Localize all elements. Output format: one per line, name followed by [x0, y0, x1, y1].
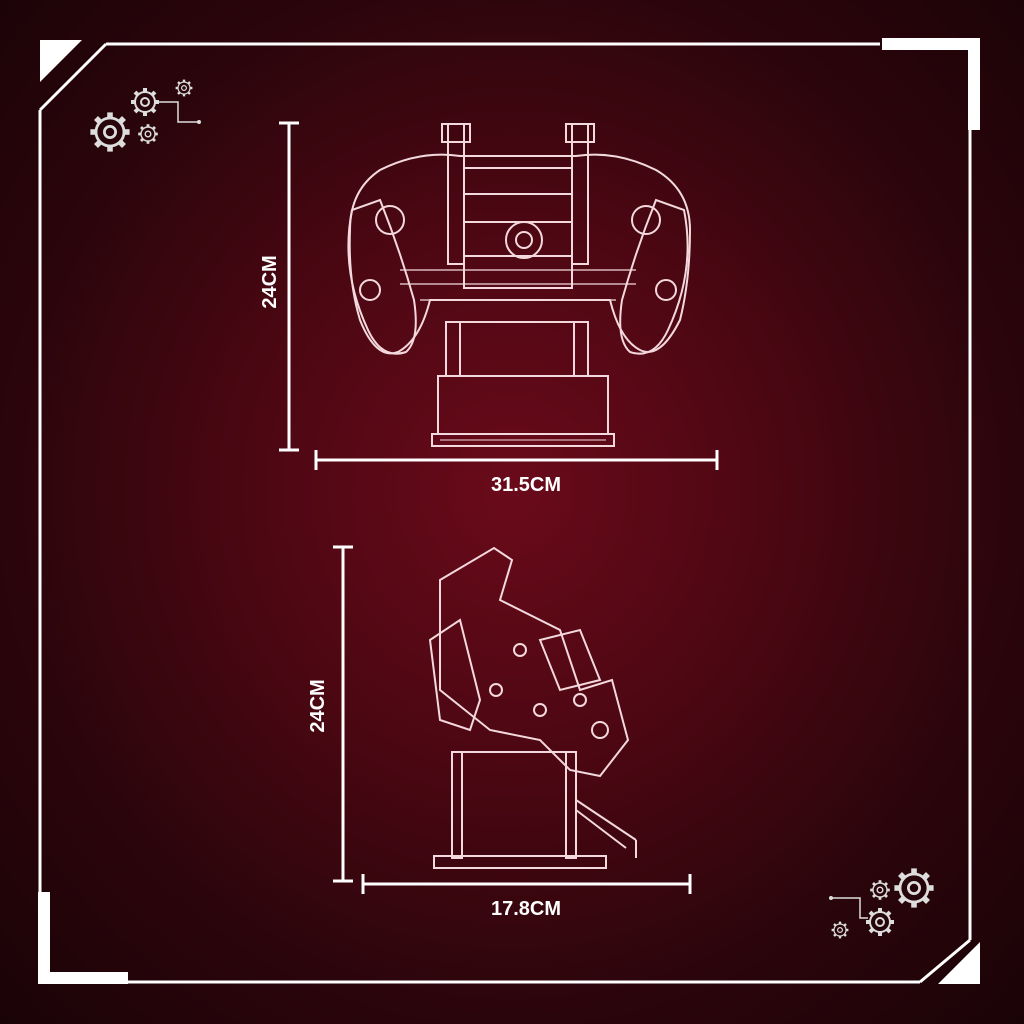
front-view-model — [347, 123, 692, 447]
gears-circuit-icon — [829, 868, 934, 940]
side-height-label: 24CM — [307, 679, 329, 732]
side-view-model — [428, 546, 637, 869]
frame-border — [38, 42, 972, 984]
side-width-label: 17.8CM — [491, 898, 561, 920]
side-height-dimension-line — [333, 545, 353, 883]
frame-corners — [38, 38, 980, 984]
gears-circuit-icon — [90, 78, 201, 152]
side-width-dimension-line — [361, 874, 692, 894]
front-width-label: 31.5CM — [491, 474, 561, 496]
front-height-dimension-line — [279, 121, 299, 452]
front-width-dimension-line — [314, 450, 719, 470]
front-height-label: 24CM — [259, 255, 281, 308]
